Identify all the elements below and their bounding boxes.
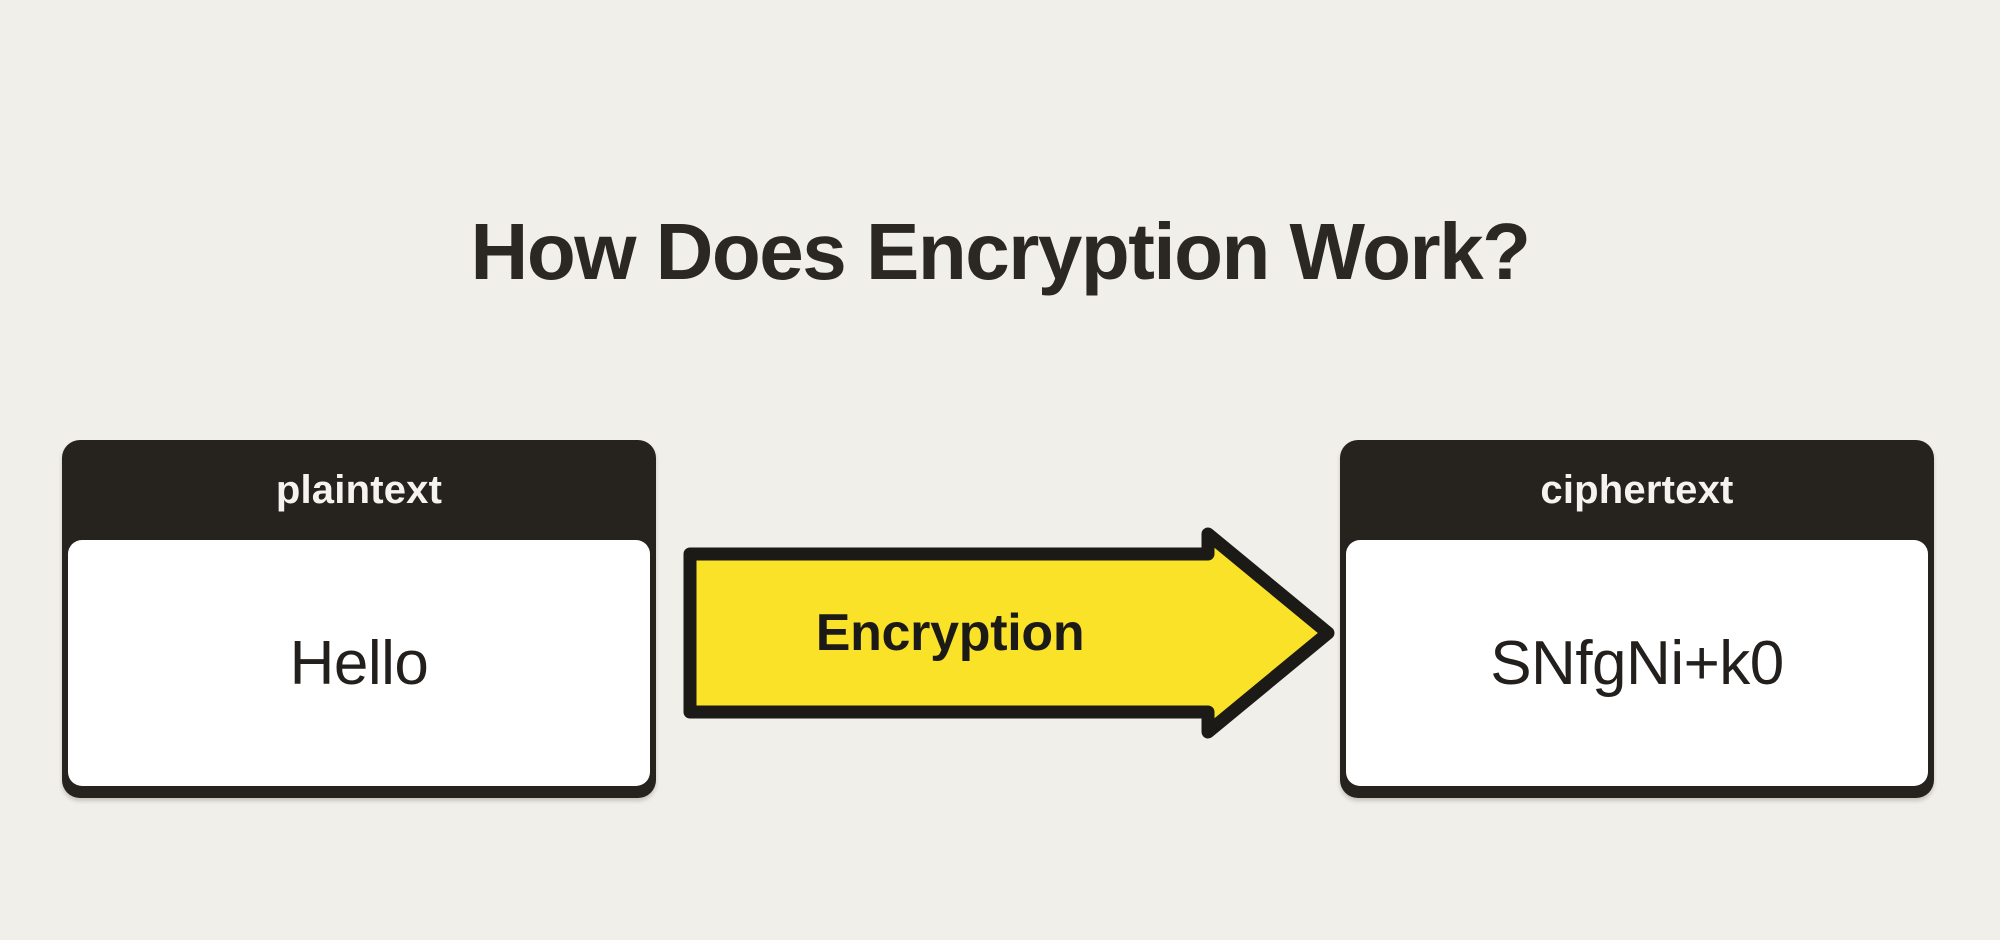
right-arrow-icon — [683, 527, 1335, 739]
ciphertext-box-value: SNfgNi+k0 — [1346, 540, 1928, 786]
plaintext-box-value: Hello — [68, 540, 650, 786]
ciphertext-box: ciphertext SNfgNi+k0 — [1340, 440, 1934, 798]
encryption-arrow: Encryption — [680, 527, 1340, 739]
plaintext-box-header: plaintext — [275, 467, 443, 512]
plaintext-box: plaintext Hello — [62, 440, 656, 798]
page-title: How Does Encryption Work? — [470, 206, 1531, 296]
ciphertext-box-header: ciphertext — [1540, 467, 1734, 512]
